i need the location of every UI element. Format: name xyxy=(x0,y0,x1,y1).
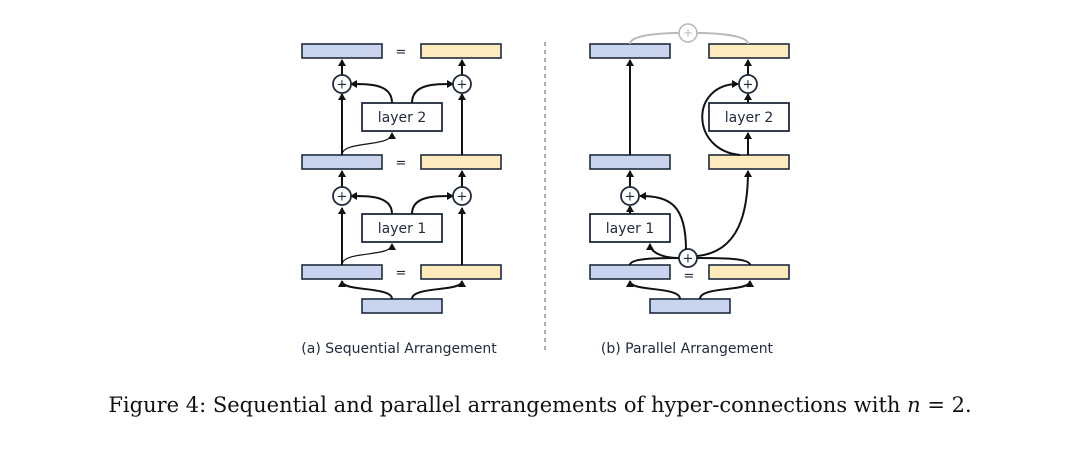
parallel-panel: + = + layer 1 + layer 2 xyxy=(589,23,790,357)
seq-yellow-output xyxy=(420,43,502,59)
par-layer-2-box xyxy=(708,102,790,132)
seq-blue-source xyxy=(361,298,443,314)
seq-yellow-input xyxy=(420,264,502,280)
seq-plus-2-left: + xyxy=(332,74,352,94)
par-mix-in-left xyxy=(629,257,680,266)
par-layer-1-label: layer 1 xyxy=(606,221,654,237)
seq-layer-2-out-left xyxy=(350,80,393,104)
par-mix-to-sum-1 xyxy=(639,192,687,251)
seq-equals-top: = xyxy=(396,45,407,60)
seq-blue-output xyxy=(301,43,383,59)
caption-prefix: Figure 4: Sequential and parallel arrang… xyxy=(108,393,908,417)
plus-icon: + xyxy=(457,78,468,93)
par-plus-1: + xyxy=(620,186,640,206)
par-layer-2-label: layer 2 xyxy=(725,110,773,126)
seq-layer-1-out-left xyxy=(350,192,393,215)
par-mix-to-layer-2 xyxy=(696,170,752,257)
seq-expand-right xyxy=(411,280,466,300)
plus-icon: + xyxy=(625,190,636,205)
par-mix-in-right xyxy=(696,257,751,266)
seq-layer-2-box xyxy=(361,102,443,132)
par-blue-output xyxy=(589,43,671,59)
figure-caption: Figure 4: Sequential and parallel arrang… xyxy=(0,393,1080,417)
sequential-panel: = = = layer 1 + + layer 2 xyxy=(301,43,502,357)
hyper-connections-diagram: = = = layer 1 + + layer 2 xyxy=(301,23,790,357)
par-plus-mix: + xyxy=(678,248,698,268)
par-mix-to-layer-1 xyxy=(646,243,680,259)
par-caption: (b) Parallel Arrangement xyxy=(601,341,774,357)
caption-suffix: = 2. xyxy=(920,393,972,417)
plus-icon: + xyxy=(337,190,348,205)
seq-layer-2-label: layer 2 xyxy=(378,110,426,126)
seq-layer-2-input xyxy=(341,132,396,156)
seq-equals-bottom: = xyxy=(396,266,407,281)
par-expand-right xyxy=(699,280,754,300)
par-yellow-input xyxy=(708,264,790,280)
par-blue-input xyxy=(589,264,671,280)
par-plus-gray: + xyxy=(678,23,698,43)
par-expand-left xyxy=(626,280,681,300)
seq-layer-2-out-right xyxy=(411,80,454,104)
par-layer-2-skip xyxy=(701,80,741,156)
seq-plus-1-left: + xyxy=(332,186,352,206)
seq-yellow-mid xyxy=(420,154,502,170)
plus-icon: + xyxy=(683,26,693,40)
seq-plus-2-right: + xyxy=(452,74,472,94)
seq-layer-1-box xyxy=(361,213,443,243)
seq-blue-input xyxy=(301,264,383,280)
par-gray-connector xyxy=(629,32,749,45)
par-equals-bottom: = xyxy=(684,269,695,284)
caption-variable: n xyxy=(907,393,921,417)
par-blue-source xyxy=(649,298,731,314)
seq-layer-1-input xyxy=(341,243,396,266)
par-yellow-output xyxy=(708,43,790,59)
plus-icon: + xyxy=(457,190,468,205)
seq-equals-mid: = xyxy=(396,156,407,171)
seq-plus-1-right: + xyxy=(452,186,472,206)
plus-icon: + xyxy=(683,252,694,267)
seq-layer-1-out-right xyxy=(411,192,454,215)
seq-expand-left xyxy=(338,280,393,300)
plus-icon: + xyxy=(743,78,754,93)
seq-blue-mid xyxy=(301,154,383,170)
seq-caption: (a) Sequential Arrangement xyxy=(301,341,497,357)
par-yellow-mid xyxy=(708,154,790,170)
par-layer-1-box xyxy=(589,213,671,243)
plus-icon: + xyxy=(337,78,348,93)
par-plus-2: + xyxy=(738,74,758,94)
seq-layer-1-label: layer 1 xyxy=(378,221,426,237)
par-blue-mid xyxy=(589,154,671,170)
